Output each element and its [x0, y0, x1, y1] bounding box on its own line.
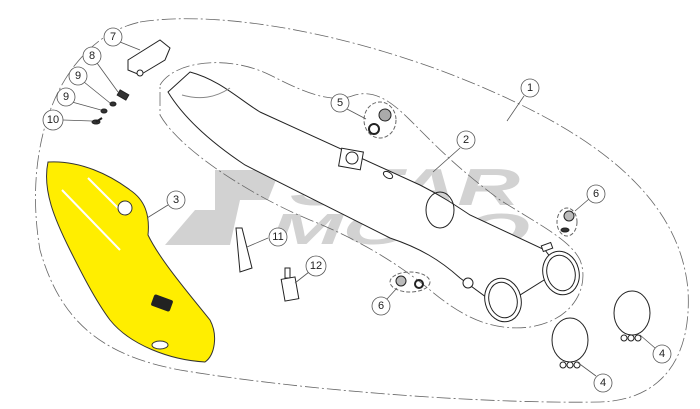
fastener-hardware — [91, 89, 130, 125]
plug-5 — [363, 101, 397, 139]
callout-4b: 4 — [652, 344, 672, 364]
svg-text:11: 11 — [272, 231, 283, 243]
svg-text:1: 1 — [527, 82, 533, 94]
callouts: 1 2 3 4 4 5 6 6 7 8 9 9 10 11 12 — [42, 27, 672, 393]
heat-shield — [46, 161, 216, 363]
clamp-lower — [551, 317, 589, 369]
callout-6a: 6 — [586, 184, 606, 204]
callout-2: 2 — [456, 130, 476, 150]
svg-text:4: 4 — [600, 377, 606, 389]
plug-6-right — [556, 207, 578, 237]
svg-text:8: 8 — [89, 50, 95, 62]
callout-9a: 9 — [68, 66, 88, 86]
svg-text:10: 10 — [47, 114, 59, 126]
bracket — [127, 39, 171, 77]
svg-text:5: 5 — [337, 97, 343, 109]
threadlocker-bottle — [280, 267, 300, 302]
svg-text:4: 4 — [659, 348, 665, 360]
svg-text:9: 9 — [75, 70, 81, 82]
callout-11: 11 — [268, 227, 288, 247]
callout-4a: 4 — [593, 373, 613, 393]
clamp-upper — [613, 290, 651, 342]
svg-text:6: 6 — [378, 300, 384, 312]
callout-12: 12 — [305, 255, 327, 277]
svg-text:6: 6 — [593, 188, 599, 200]
callout-3: 3 — [166, 190, 186, 210]
svg-text:9: 9 — [63, 91, 69, 103]
callout-6b: 6 — [371, 296, 391, 316]
sealant-tube — [235, 227, 253, 273]
callout-5: 5 — [330, 93, 350, 113]
inner-boundary-outline — [159, 62, 584, 329]
svg-text:7: 7 — [110, 31, 116, 43]
callout-10: 10 — [42, 109, 64, 131]
header-pipe — [167, 71, 580, 323]
svg-text:12: 12 — [310, 260, 322, 272]
svg-text:2: 2 — [463, 134, 469, 146]
plug-6-lower — [389, 271, 431, 293]
watermark-logo-mark — [165, 170, 280, 245]
callout-7: 7 — [103, 27, 123, 47]
callout-1: 1 — [520, 78, 540, 98]
callout-8: 8 — [82, 46, 102, 66]
callout-9b: 9 — [56, 87, 76, 107]
leader-lines — [62, 41, 656, 377]
svg-text:3: 3 — [173, 194, 179, 206]
outer-boundary-outline — [35, 18, 689, 403]
